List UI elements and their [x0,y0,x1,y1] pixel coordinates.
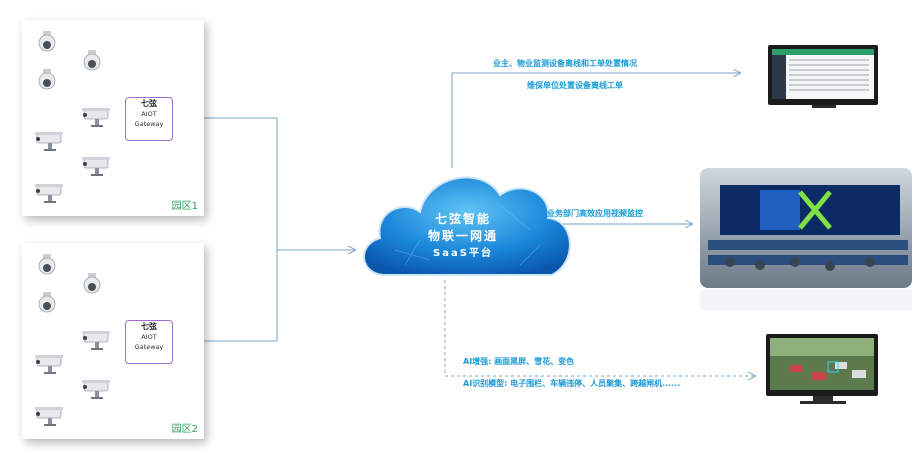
park-2-panel: 园区2 [22,243,204,439]
park-label: 园区2 [171,424,198,435]
gateway-line1: AIOT [141,333,157,341]
gateway-name: 七弦 [141,99,157,108]
park-1-panel: 园区1 [22,20,204,216]
gateway-2: 七弦 AIOT Gateway [125,320,173,364]
cloud-title: 七弦智能 [434,212,491,226]
gateway-line2: Gateway [134,120,164,128]
flow-label-bottom-2: AI识别模型: 电子围栏、车辆违停、人员聚集、跨越闸机...... [463,379,681,388]
flow-label-top-2: 维保单位处置设备离线工单 [527,81,623,90]
flow-label-middle: 业务部门高效应用视频监控 [547,209,643,218]
cloud-platform: SaaS平台 [433,248,493,259]
gateway-line1: AIOT [141,110,157,118]
gateway-1: 七弦 AIOT Gateway [125,97,173,141]
gateway-name: 七弦 [141,322,157,331]
flow-label-bottom-1: AI增强: 画面黑屏、雪花、变色 [463,357,575,366]
flow-label-top-1: 业主、物业监测设备离线和工单处置情况 [493,59,637,68]
gateway-line2: Gateway [134,343,164,351]
park-label: 园区1 [171,201,198,212]
cloud-subtitle: 物联一网通 [427,229,498,243]
